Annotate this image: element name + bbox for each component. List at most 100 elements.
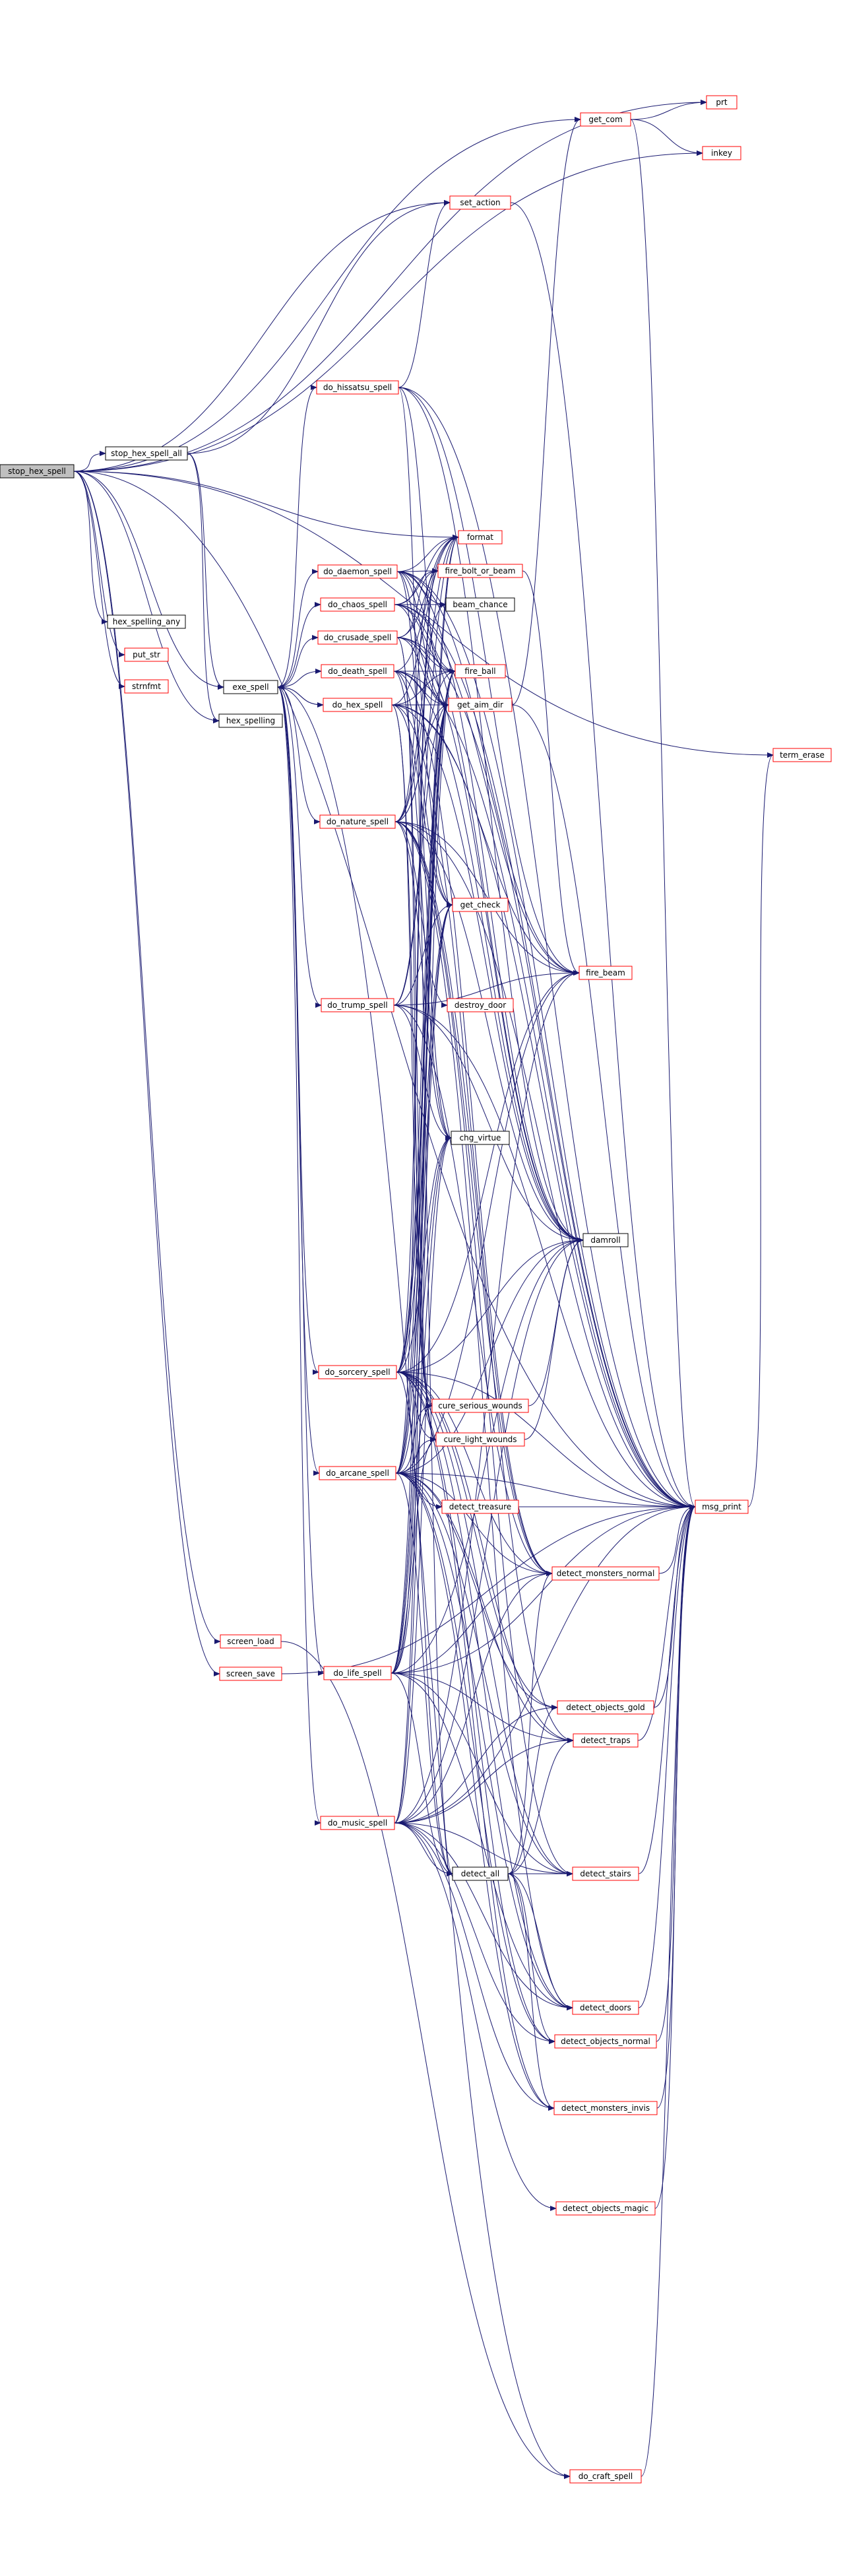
node-box [319, 814, 396, 829]
node-detect-doors[interactable]: detect_doors [572, 2000, 639, 2015]
node-detect-treasure[interactable]: detect_treasure [441, 1500, 519, 1514]
node-do-daemon-spell[interactable]: do_daemon_spell [317, 564, 398, 579]
edge-exe_spell-to-do_nature_spell [277, 686, 321, 824]
node-set-action[interactable]: set_action [449, 195, 511, 210]
edge-stop_hex_spell-to-set_action [73, 200, 451, 472]
node-detect-traps[interactable]: detect_traps [573, 1733, 639, 1748]
edge-do_trump_spell-to-damroll [393, 1005, 584, 1243]
edge-stop_hex_spell-to-hex_spelling [73, 471, 220, 723]
node-do-death-spell[interactable]: do_death_spell [321, 664, 394, 678]
node-fire-ball[interactable]: fire_ball [455, 664, 506, 678]
node-do-life-spell[interactable]: do_life_spell [323, 1666, 392, 1680]
node-format[interactable]: format [458, 530, 503, 545]
node-do-arcane-spell[interactable]: do_arcane_spell [319, 1466, 396, 1480]
node-label: fire_beam [586, 968, 625, 977]
node-detect-objects-normal[interactable]: detect_objects_normal [554, 2034, 657, 2049]
node-hex-spelling: hex_spelling [218, 713, 283, 728]
edge-detect_stairs-to-msg_print [638, 1504, 696, 1874]
edge-do_hex_spell-to-fire_beam [391, 704, 580, 975]
node-box [317, 630, 398, 645]
node-stop-hex-spell-all: stop_hex_spell_all [105, 446, 188, 461]
edge-exe_spell-to-do_music_spell [277, 686, 321, 1826]
edge-do_arcane_spell-to-detect_monsters_invis [395, 1472, 555, 2111]
node-label: msg_print [702, 1502, 741, 1511]
edge-do_music_spell-to-chg_virtue [394, 1135, 452, 1824]
node-put-str[interactable]: put_str [124, 647, 169, 662]
edge-do_hissatsu_spell-to-detect_all [398, 387, 453, 1876]
edge-do_sorcery_spell-to-get_aim_dir [396, 702, 449, 1373]
node-do-nature-spell[interactable]: do_nature_spell [319, 814, 396, 829]
edge-do_sorcery_spell-to-cure_light_wounds [396, 1371, 437, 1442]
edge-detect_all-to-detect_monsters_normal [507, 1571, 553, 1874]
node-box [448, 698, 513, 712]
edge-do_life_spell-to-damroll [391, 1238, 584, 1674]
node-box [451, 1131, 510, 1145]
edge-do_death_spell-to-chg_virtue [393, 671, 452, 1140]
edge-detect_all-to-detect_objects_normal [507, 1873, 555, 2044]
node-box [0, 464, 75, 479]
node-detect-objects-magic[interactable]: detect_objects_magic [555, 2201, 656, 2216]
node-damroll: damroll [582, 1233, 629, 1247]
node-detect-monsters-normal[interactable]: detect_monsters_normal [551, 1566, 660, 1581]
node-get-aim-dir[interactable]: get_aim_dir [448, 698, 513, 712]
edge-get_com-to-msg_print [630, 119, 696, 1509]
node-label: cure_light_wounds [443, 1435, 517, 1444]
edge-do_nature_spell-to-detect_doors [394, 821, 573, 2010]
node-box [555, 2201, 656, 2216]
node-do-crusade-spell[interactable]: do_crusade_spell [317, 630, 398, 645]
node-detect-stairs[interactable]: detect_stairs [572, 1866, 639, 1881]
edge-stop_hex_spell-to-get_com [73, 117, 581, 472]
edge-do_arcane_spell-to-fire_beam [395, 970, 580, 1474]
edge-do_hex_spell-to-exe_spell [277, 684, 324, 706]
node-prt[interactable]: prt [706, 95, 737, 110]
node-box [582, 1233, 629, 1247]
node-label: do_crusade_spell [324, 633, 392, 642]
node-cure-light-wounds[interactable]: cure_light_wounds [435, 1432, 525, 1447]
node-destroy-door[interactable]: destroy_door [447, 998, 514, 1012]
node-fire-bolt-or-beam[interactable]: fire_bolt_or_beam [437, 564, 523, 578]
edge-do_trump_spell-to-get_check [393, 902, 453, 1006]
node-beam-chance: beam_chance [445, 597, 515, 612]
edge-do_hissatsu_spell-to-msg_print [398, 387, 696, 1509]
node-get-check[interactable]: get_check [452, 898, 509, 912]
node-msg-print[interactable]: msg_print [695, 1500, 749, 1514]
node-screen-save[interactable]: screen_save [219, 1667, 282, 1681]
node-fire-beam[interactable]: fire_beam [579, 966, 633, 980]
edge-do_life_spell-to-cure_serious_wounds [391, 1403, 433, 1674]
node-do-music-spell[interactable]: do_music_spell [320, 1816, 395, 1830]
node-do-chaos-spell[interactable]: do_chaos_spell [320, 597, 395, 612]
edge-stop_hex_spell-to-screen_save [73, 471, 220, 1676]
node-box [554, 2034, 657, 2049]
node-do-hissatsu-spell[interactable]: do_hissatsu_spell [316, 380, 399, 395]
node-do-hex-spell[interactable]: do_hex_spell [323, 698, 392, 712]
edge-do_music_spell-to-detect_monsters_invis [394, 1822, 555, 2111]
node-inkey[interactable]: inkey [702, 146, 741, 160]
node-cure-serious-wounds[interactable]: cure_serious_wounds [431, 1399, 529, 1413]
node-box [569, 2469, 642, 2484]
node-label: stop_hex_spell_all [111, 449, 182, 458]
node-label: hex_spelling_any [113, 617, 180, 626]
edge-do_death_spell-to-damroll [393, 671, 584, 1243]
node-label: detect_objects_magic [563, 2204, 648, 2213]
node-do-craft-spell[interactable]: do_craft_spell [569, 2469, 642, 2484]
edge-detect_doors-to-msg_print [638, 1504, 696, 2008]
node-get-com[interactable]: get_com [580, 112, 631, 127]
edge-do_sorcery_spell-to-detect_stairs [396, 1371, 573, 1876]
node-do-trump-spell[interactable]: do_trump_spell [321, 998, 394, 1012]
edge-do_music_spell-to-detect_objects_normal [394, 1822, 555, 2044]
node-term-erase[interactable]: term_erase [772, 748, 832, 762]
edge-do_music_spell-to-detect_traps [394, 1738, 574, 1824]
node-box [105, 446, 188, 461]
node-detect-objects-gold[interactable]: detect_objects_gold [557, 1700, 654, 1715]
node-box [455, 664, 506, 678]
edge-msg_print-to-term_erase [747, 752, 774, 1507]
node-label: do_music_spell [328, 1818, 387, 1828]
node-label: get_aim_dir [457, 700, 503, 710]
node-do-sorcery-spell[interactable]: do_sorcery_spell [318, 1365, 397, 1379]
node-screen-load[interactable]: screen_load [220, 1634, 282, 1649]
node-box [321, 664, 394, 678]
node-label: detect_objects_normal [561, 2037, 650, 2046]
node-box [580, 112, 631, 127]
node-strnfmt[interactable]: strnfmt [124, 679, 169, 694]
node-detect-monsters-invis[interactable]: detect_monsters_invis [553, 2101, 658, 2115]
